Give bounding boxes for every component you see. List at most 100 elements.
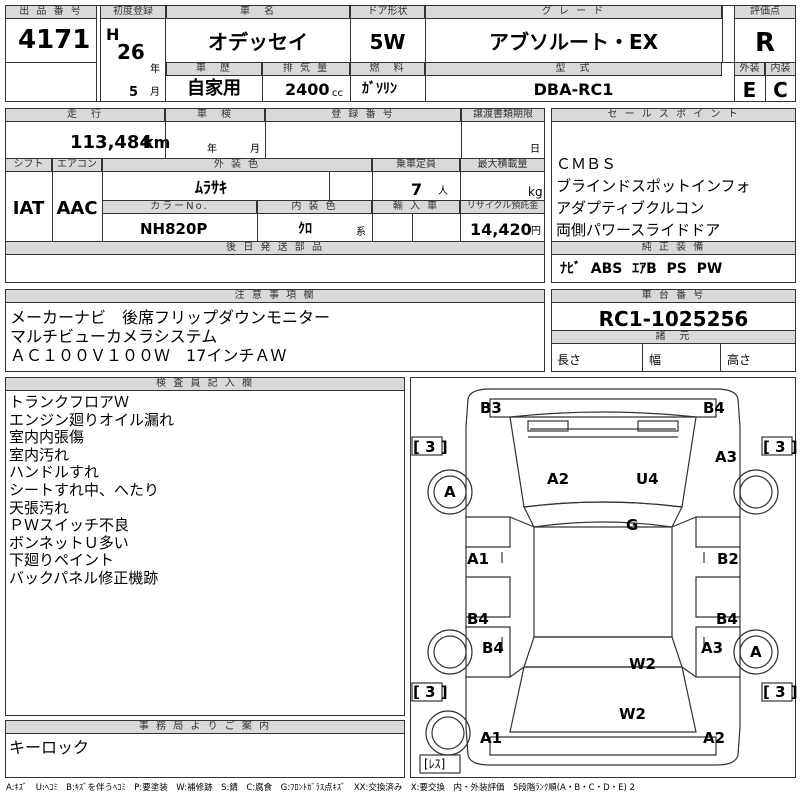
lot-no-label: 出 品 番 号 (5, 5, 97, 19)
mark-a1-left: A1 (467, 550, 490, 568)
mark-a1-bottom: A1 (480, 729, 503, 747)
v-line-425 (425, 5, 426, 102)
aircon: AAC (56, 198, 98, 219)
chassis-no: RC1-1025256 (598, 307, 749, 331)
inspector-line: 下廻りペイント (9, 551, 115, 570)
grade: アブソルート・EX (488, 30, 659, 54)
load-label: 最大積載量 (460, 158, 545, 172)
mark-a2-bottom: A2 (703, 729, 726, 747)
mark-b4-left: B4 (467, 610, 489, 628)
fuel-label: 燃 料 (350, 62, 425, 76)
interior-grade: C (773, 78, 788, 102)
v-257 (257, 200, 258, 241)
era: H (106, 25, 120, 44)
mark-wheel-a-right: A (750, 643, 762, 661)
sales-points: ＣＭＢＳ ブラインドスポットインフォ アダプティブクルコン 両側パワースライドド… (556, 153, 751, 241)
car-name: オデッセイ (208, 30, 308, 54)
mark-a2: A2 (547, 470, 570, 488)
recycle-label: リサイクル預託金 (460, 200, 545, 214)
v-102 (102, 158, 103, 241)
mark-b4-lower: B4 (482, 639, 504, 657)
mileage: 113,484 (70, 132, 152, 153)
inspector-line: ＰＷスイッチ不良 (9, 516, 130, 535)
inspector-line: ボンネットＵ多い (9, 533, 129, 552)
door-label: ドア形状 (350, 5, 425, 19)
exterior-grade: E (742, 78, 757, 102)
mark-b4-right: B4 (716, 610, 738, 628)
notes-label: 注 意 事 項 欄 (5, 289, 545, 303)
dims-label: 諸 元 (551, 330, 796, 344)
v-329 (329, 172, 330, 200)
mark-b2: B2 (717, 550, 739, 568)
color: ﾑﾗｻｷ (195, 178, 228, 197)
chassis-label: 車 台 番 号 (551, 289, 796, 303)
v-line-350 (350, 5, 351, 102)
score-border (734, 5, 796, 102)
sales-point: ＣＭＢＳ (556, 155, 617, 173)
displacement: 2400 (285, 80, 330, 99)
first-reg-border (100, 5, 166, 102)
inspector-line: ハンドルすれ (9, 463, 100, 482)
equipment: ﾅﾋﾞ ABS ｴｱB PS PW (560, 261, 723, 277)
color-no-label: カラーNo. (102, 200, 257, 214)
model: DBA-RC1 (533, 80, 614, 99)
exterior-label: 外装 (734, 62, 765, 76)
grade-label: グ レ ー ド (425, 5, 722, 19)
year-unit: 年 (150, 64, 160, 75)
mileage-label: 走 行 (5, 108, 165, 122)
sales-label: セ ー ル ス ポ イ ン ト (551, 108, 796, 122)
car-diagram (411, 388, 793, 774)
int-color-label: 内 装 色 (257, 200, 372, 214)
recycle-unit: 円 (531, 226, 541, 237)
width-label: 幅 (649, 353, 662, 367)
inspector-line: シートすれ中、へたり (9, 480, 160, 499)
reg-year: 26 (117, 40, 145, 64)
reg-no-label: 登 録 番 号 (265, 108, 461, 122)
capacity: 7 (411, 180, 423, 199)
load-unit: kg (528, 185, 543, 199)
inspector-line: バックパネル修正機跡 (9, 568, 159, 587)
inspector-label: 検 査 員 記 入 欄 (5, 377, 405, 391)
tire-bl: [ 3 ] (413, 683, 448, 701)
history-label: 車 歴 (166, 62, 262, 76)
lot-no-cell (5, 5, 97, 102)
int-color-unit: 系 (356, 227, 366, 238)
lot-no: 4171 (18, 25, 91, 55)
mark-u4: U4 (636, 470, 659, 488)
mark-wheel-a-left: A (444, 483, 456, 501)
inspector-line: エンジン廻りオイル漏れ (9, 410, 175, 429)
model-label: 型 式 (425, 62, 722, 76)
dims-div-2 (720, 344, 721, 372)
ext-int-divider (765, 62, 766, 102)
diagram-frame (410, 377, 796, 778)
car-name-label: 車 名 (166, 5, 350, 19)
insp-month-unit: 月 (250, 144, 260, 155)
v-52 (52, 158, 53, 241)
import-label: 輸 入 車 (372, 200, 460, 214)
note-line: メーカーナビ 後席フリップダウンモニター (10, 308, 331, 327)
mark-w2-bottom: W2 (619, 705, 646, 723)
inspector-line: 室内汚れ (9, 445, 70, 464)
int-color: ｸﾛ (298, 221, 312, 237)
displacement-label: 排 気 量 (262, 62, 350, 76)
note-line: マルチビューカメラシステム (10, 327, 218, 346)
transfer-day-unit: 日 (530, 144, 540, 155)
mark-b3: B3 (480, 399, 502, 417)
length-label: 長さ (557, 353, 582, 367)
mark-a3-right: A3 (715, 448, 738, 466)
color-label: 外 装 色 (102, 158, 372, 172)
grade-border (722, 5, 734, 62)
v-460 (460, 158, 461, 241)
mark-a3-lower: A3 (701, 639, 724, 657)
sales-point: アダプティブクルコン (556, 199, 705, 217)
office-label: 事 務 局 よ り ご 案 内 (5, 720, 405, 734)
tire-tr: [ 3 ] (763, 438, 798, 456)
insp-year-unit: 年 (207, 144, 217, 155)
notes-lines: メーカーナビ 後席フリップダウンモニター マルチビューカメラシステム ＡＣ１００… (10, 308, 330, 365)
mark-g: G (626, 516, 639, 534)
capacity-label: 乗車定員 (372, 158, 460, 172)
shift: IAT (12, 198, 45, 219)
v-412 (412, 214, 413, 241)
door-type: 5W (369, 30, 406, 54)
inspector-line: 室内内張傷 (9, 428, 85, 447)
